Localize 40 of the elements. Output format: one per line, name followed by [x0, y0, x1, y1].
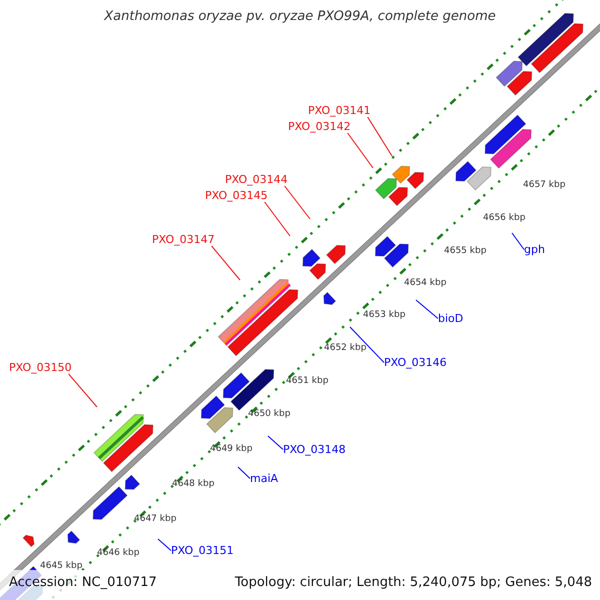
tick-label: 4650 kbp — [248, 409, 290, 419]
tick-label: 4657 kbp — [523, 180, 566, 190]
tick-label: 4655 kbp — [444, 246, 486, 256]
gene-label: PXO_03147 — [152, 233, 215, 246]
accession-text: Accession: NC_010717 — [9, 575, 157, 590]
leader-line — [264, 202, 290, 236]
gene-label: PXO_03144 — [225, 173, 288, 186]
title: Xanthomonas oryzae pv. oryzae PXO99A, complete genome — [102, 9, 497, 24]
tick-label: 4648 kbp — [172, 479, 214, 489]
tick-label: 4647 kbp — [134, 514, 176, 524]
leader-line — [367, 116, 392, 156]
leader-line — [211, 246, 240, 280]
gene-label: maiA — [250, 472, 278, 485]
tick-label: 4656 kbp — [483, 213, 526, 223]
gene-label: PXO_03142 — [288, 120, 351, 133]
tick-label: 4649 kbp — [210, 444, 252, 454]
gene-label: PXO_03146 — [384, 356, 447, 369]
gene-label: PXO_03145 — [205, 189, 268, 202]
gene-label: PXO_03141 — [308, 104, 371, 117]
leader-line — [158, 538, 172, 551]
tick-label: 4651 kbp — [286, 376, 328, 386]
gene-label: PXO_03151 — [171, 544, 234, 557]
leader-line — [68, 374, 98, 408]
leader-line — [416, 300, 438, 319]
leader-line — [238, 466, 250, 479]
tick-label: 4653 kbp — [363, 310, 406, 320]
tick-label: 4645 kbp — [40, 561, 82, 571]
gene-label: PXO_03148 — [283, 443, 346, 456]
tick-label: 4654 kbp — [404, 278, 446, 288]
leader-line — [350, 326, 384, 363]
tick-label: 4646 kbp — [97, 548, 140, 558]
gene-label: bioD — [438, 312, 464, 325]
gene-label: gph — [524, 243, 545, 256]
leader-line — [512, 232, 524, 250]
leader-line — [347, 132, 374, 168]
gene-label: PXO_03150 — [9, 361, 72, 374]
leader-line — [284, 186, 310, 220]
tick-label: 4652 kbp — [324, 343, 366, 353]
genome-info-text: Topology: circular; Length: 5,240,075 bp; Genes: 5,048 — [234, 575, 592, 590]
leader-line — [268, 436, 284, 450]
